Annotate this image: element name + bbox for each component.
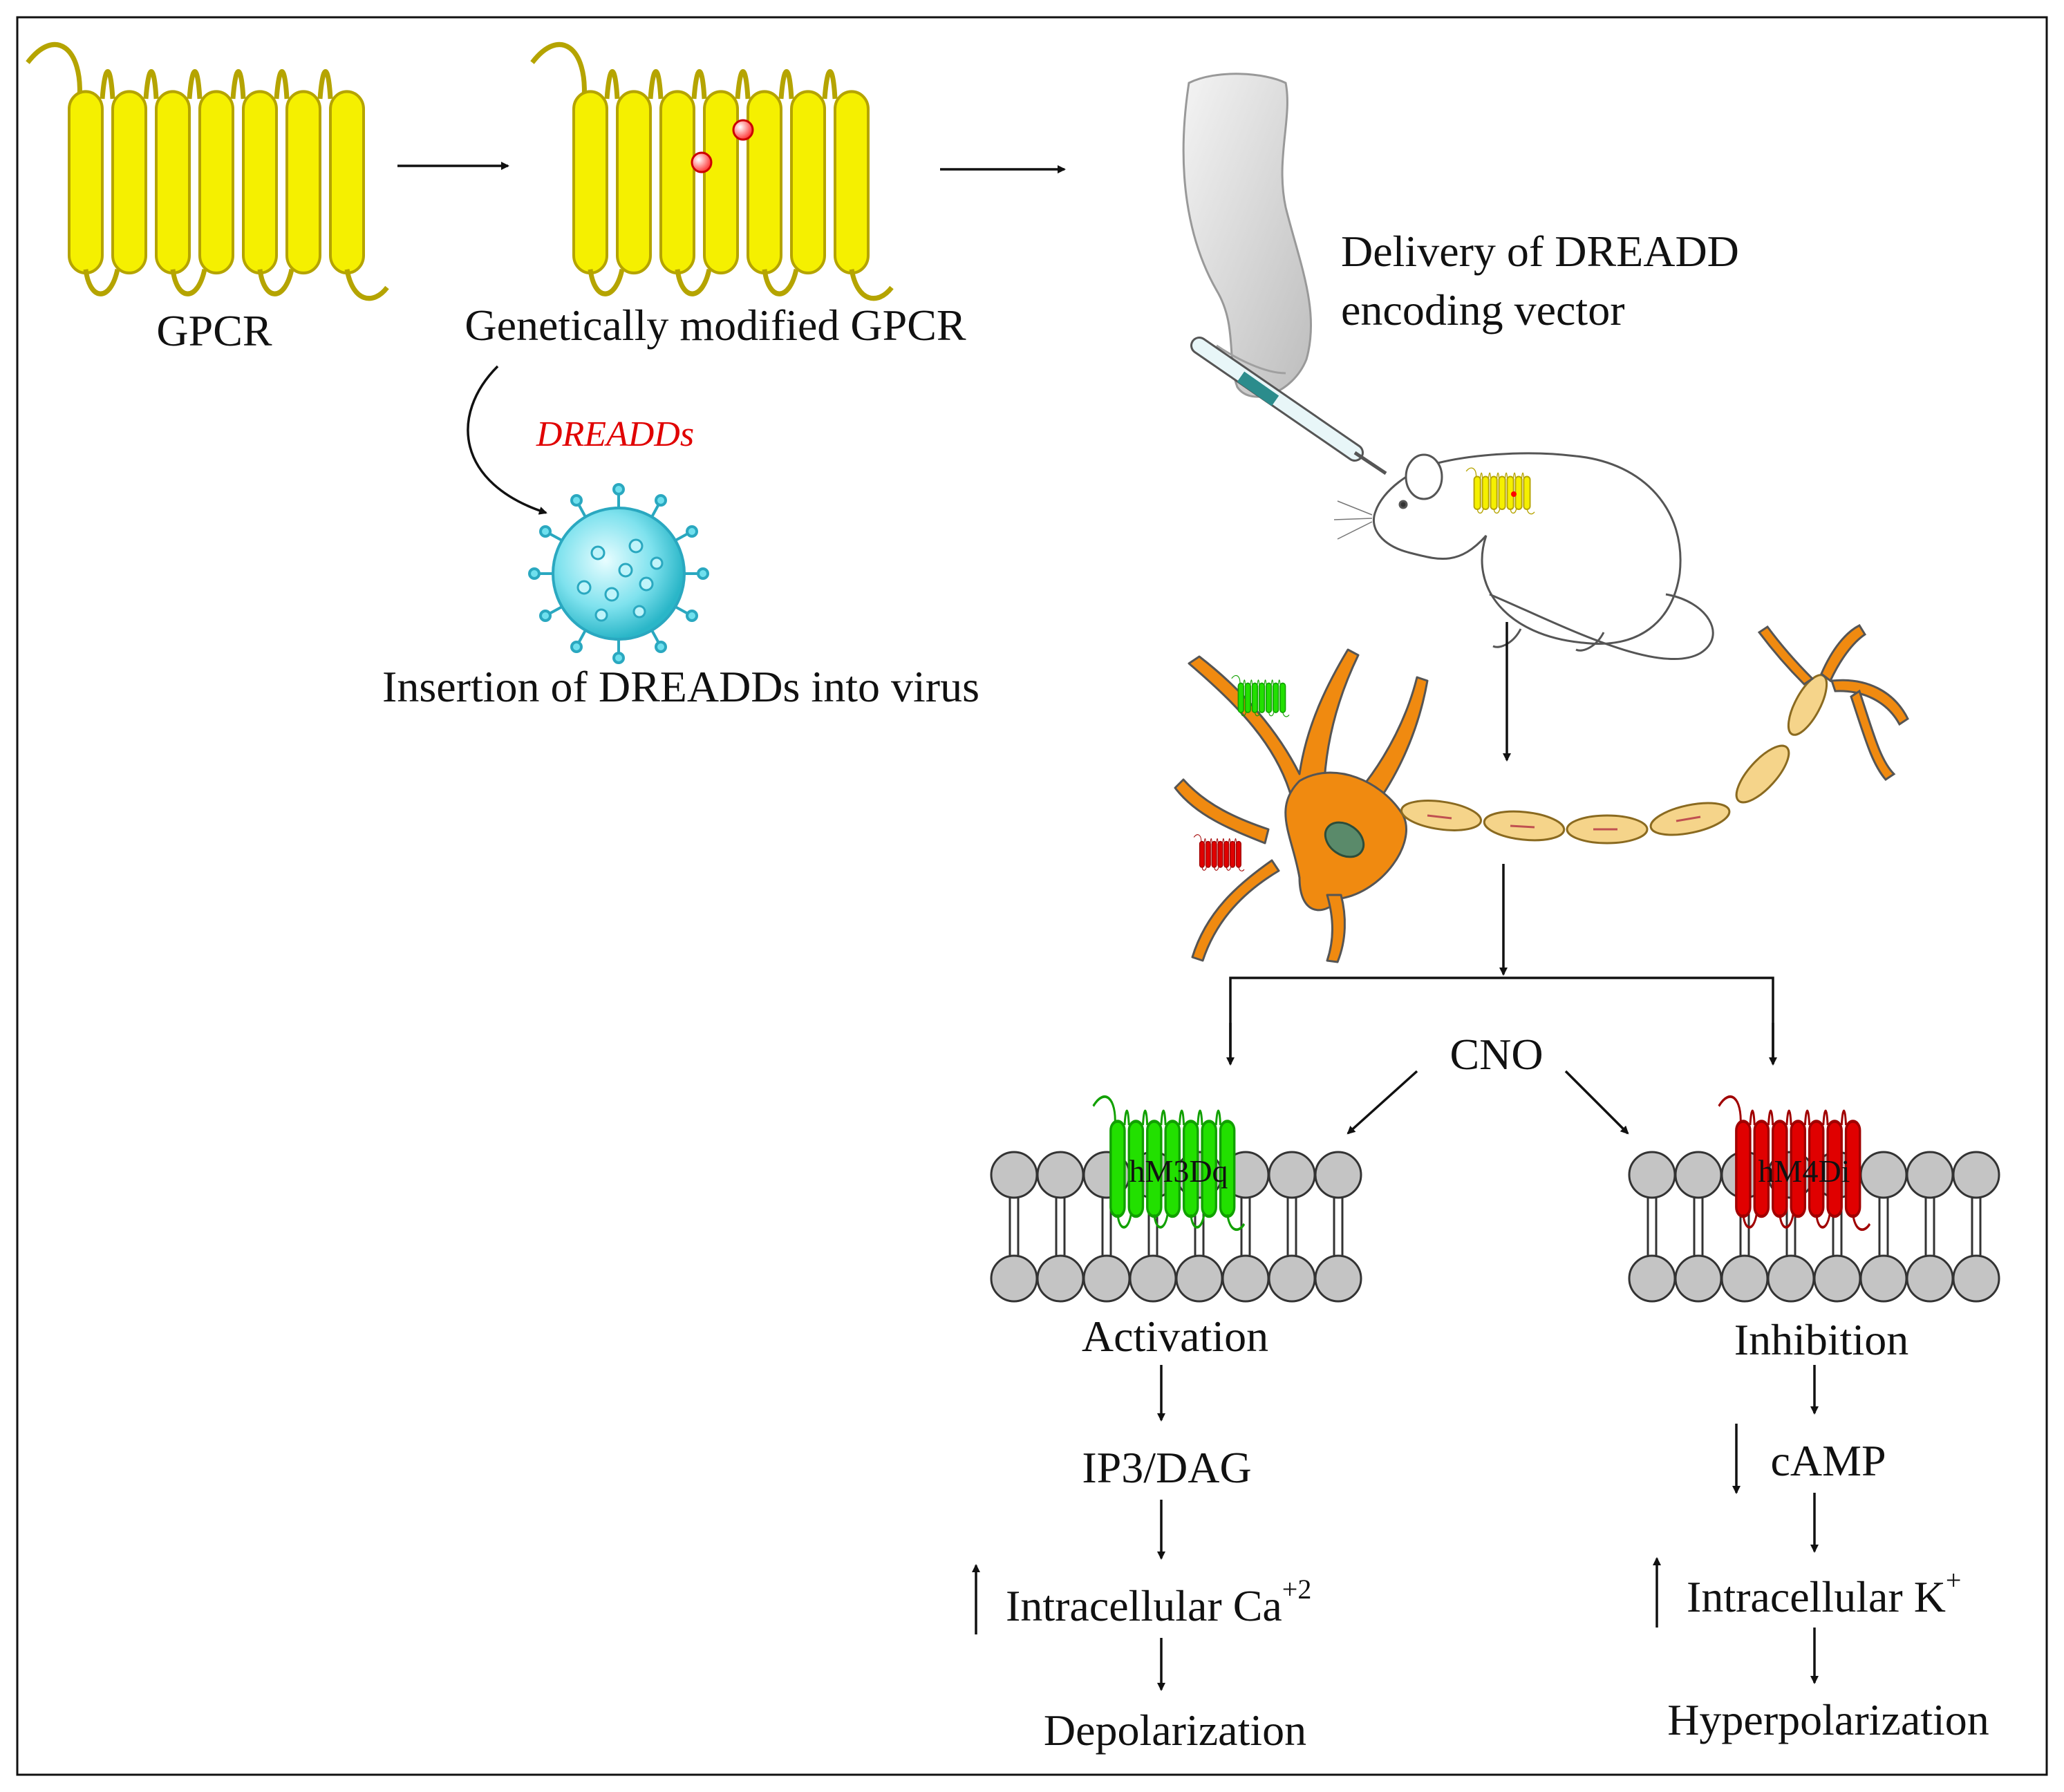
inhibition-label: Inhibition: [1734, 1315, 1908, 1364]
branch-connector: [1229, 977, 1774, 1061]
gloved-hand-icon: [1182, 73, 1313, 398]
neuron-receptor-red-icon: [1193, 834, 1245, 871]
delivery-label-line2: encoding vector: [1341, 285, 1625, 334]
arrow-cno-right: [1564, 1070, 1629, 1135]
mutation-dot-icon: [732, 119, 754, 141]
camp-label: cAMP: [1770, 1436, 1886, 1485]
depolarization-label: Depolarization: [1044, 1706, 1306, 1755]
modified-gpcr-icon: [532, 44, 892, 298]
receptor-right-label: hM4Di: [1758, 1153, 1850, 1189]
arrow-to-virus: [467, 365, 547, 515]
virus-icon: [528, 483, 709, 664]
figure-frame: [16, 16, 2048, 1776]
mutation-dot-icon: [1511, 491, 1517, 497]
dreadds-arrow-label: DREADDs: [536, 415, 694, 454]
delivery-label-line1: Delivery of DREADD: [1341, 227, 1739, 276]
mouse-icon: [1333, 452, 1714, 661]
arrow-cno-left: [1347, 1070, 1418, 1135]
activation-label: Activation: [1082, 1312, 1268, 1361]
gpcr-icon: [28, 44, 387, 298]
neuron-icon: [1174, 624, 1909, 963]
intracellular-ca-label: Intracellular Ca+2: [1006, 1574, 1311, 1630]
cno-label: CNO: [1450, 1030, 1543, 1079]
gpcr-label: GPCR: [156, 306, 272, 355]
neuron-receptor-green-icon: [1230, 675, 1290, 717]
syringe-icon: [1190, 337, 1387, 475]
ip3-dag-label: IP3/DAG: [1082, 1443, 1251, 1492]
modified-gpcr-label: Genetically modified GPCR: [465, 301, 966, 350]
hyperpolarization-label: Hyperpolarization: [1667, 1695, 1989, 1744]
mutation-dot-icon: [691, 151, 713, 173]
virus-insertion-label: Insertion of DREADDs into virus: [382, 662, 979, 711]
receptor-left-label: hM3Dq: [1129, 1153, 1228, 1189]
intracellular-k-label: Intracellular K+: [1687, 1565, 1961, 1621]
